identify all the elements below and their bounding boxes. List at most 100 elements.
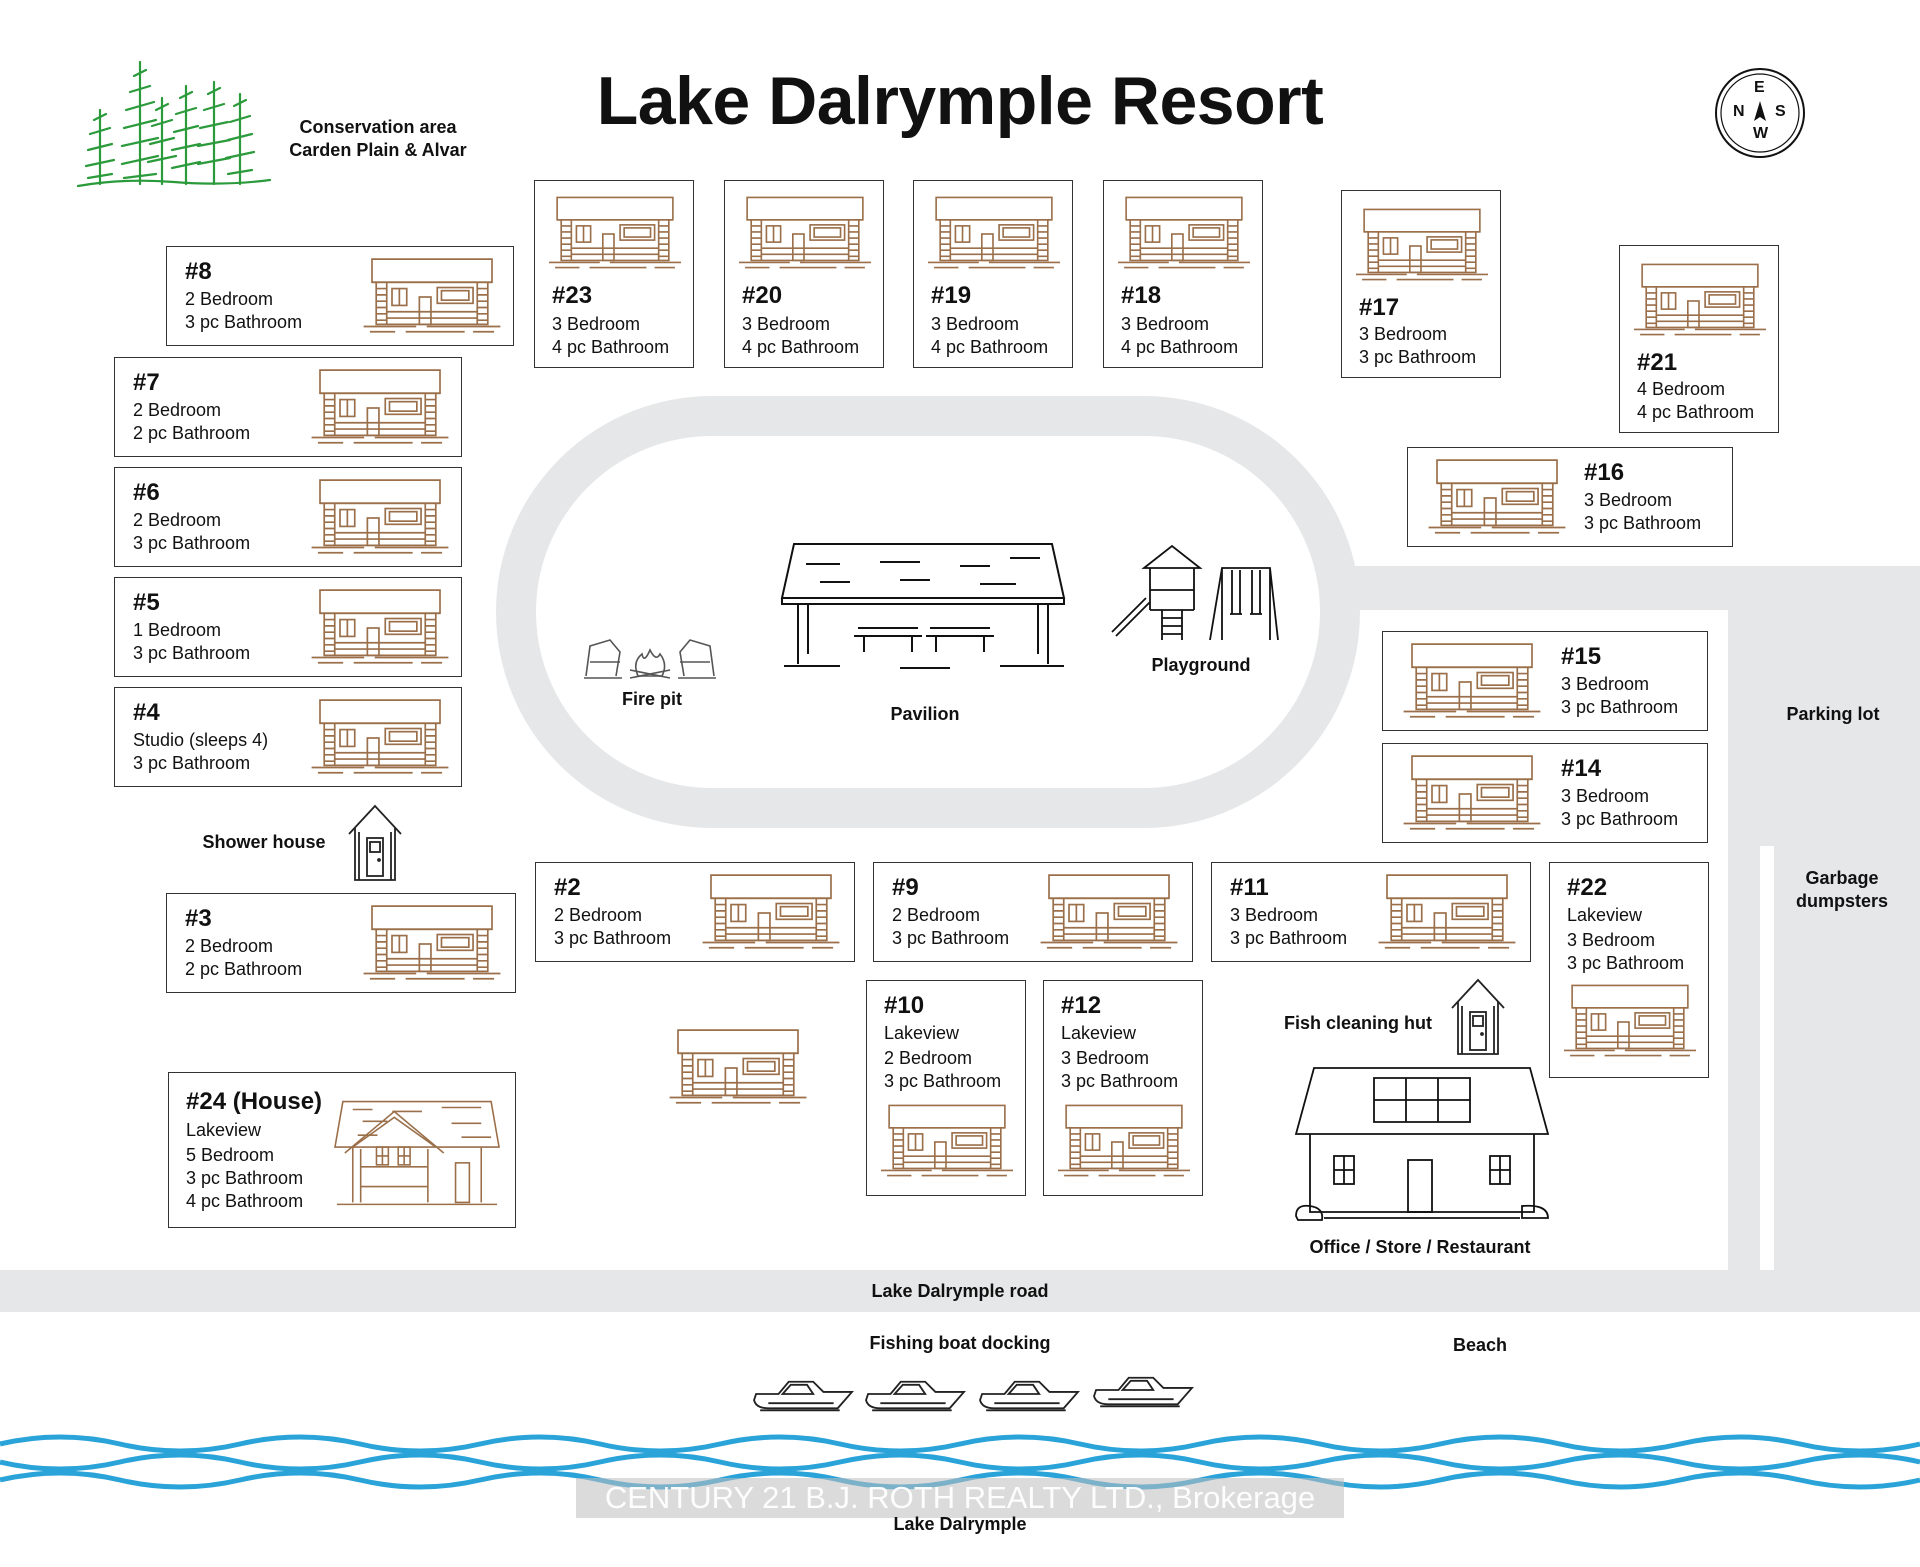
cabin-bedrooms: 3 Bedroom xyxy=(1061,1048,1150,1068)
cabin-bedrooms: 2 Bedroom xyxy=(554,905,643,925)
cabin-bedrooms: 3 Bedroom xyxy=(552,314,641,334)
pavilion-icon xyxy=(780,543,1066,669)
beach-label: Beach xyxy=(1452,1335,1508,1355)
unnumbered-cabin-icon xyxy=(668,1028,808,1108)
cabin-23[interactable]: #23 3 Bedroom 4 pc Bathroom xyxy=(534,180,694,368)
cabin-number: #8 xyxy=(185,258,212,285)
playground-label: Playground xyxy=(1151,655,1251,675)
cabin-bathroom: 3 pc Bathroom xyxy=(884,1071,1002,1091)
pavilion-label: Pavilion xyxy=(890,704,960,724)
cabin-4[interactable]: #4 Studio (sleeps 4) 3 pc Bathroom xyxy=(114,687,462,787)
cabin-icon xyxy=(1040,873,1178,953)
cabin-6[interactable]: #6 2 Bedroom 3 pc Bathroom xyxy=(114,467,462,567)
cabin-bathroom: 3 pc Bathroom xyxy=(554,928,672,948)
lake-dalrymple-road xyxy=(0,1270,1920,1312)
watermark: CENTURY 21 B.J. ROTH REALTY LTD., Broker… xyxy=(576,1478,1344,1518)
cabin-9[interactable]: #9 2 Bedroom 3 pc Bathroom xyxy=(873,862,1193,962)
cabin-bathroom: 3 pc Bathroom xyxy=(185,312,303,332)
boat-docking-label: Fishing boat docking xyxy=(869,1333,1051,1353)
cabin-16[interactable]: #16 3 Bedroom 3 pc Bathroom xyxy=(1407,447,1733,547)
cabin-14[interactable]: #14 3 Bedroom 3 pc Bathroom xyxy=(1382,743,1708,843)
conservation-label-line1: Conservation area xyxy=(299,117,457,137)
cabin-icon xyxy=(311,478,449,558)
compass-icon: E N S W xyxy=(1714,67,1806,159)
cabin-bathroom: 2 pc Bathroom xyxy=(185,959,303,979)
office-building-icon xyxy=(1294,1067,1550,1221)
cabin-number: #20 xyxy=(742,282,783,309)
cabin-number: #7 xyxy=(133,369,160,396)
parking-lot-area xyxy=(1760,566,1920,846)
cabin-bathroom: 4 pc Bathroom xyxy=(742,337,860,357)
cabin-icon xyxy=(1403,754,1541,834)
cabin-bathroom: 3 pc Bathroom xyxy=(1561,697,1679,717)
road-label: Lake Dalrymple road xyxy=(871,1281,1049,1301)
cabin-15[interactable]: #15 3 Bedroom 3 pc Bathroom xyxy=(1382,631,1708,731)
cabin-number: #23 xyxy=(552,282,593,309)
cabin-20[interactable]: #20 3 Bedroom 4 pc Bathroom xyxy=(724,180,884,368)
loop-road xyxy=(496,396,1360,828)
cabin-22[interactable]: #22 Lakeview 3 Bedroom 3 pc Bathroom xyxy=(1549,862,1709,1078)
cabin-bedrooms: 3 Bedroom xyxy=(1584,490,1673,510)
boat-icon xyxy=(864,1374,966,1414)
cabin-bedrooms: 3 Bedroom xyxy=(1561,786,1650,806)
cabin-icon xyxy=(1356,207,1488,285)
cabin-18[interactable]: #18 3 Bedroom 4 pc Bathroom xyxy=(1103,180,1263,368)
cabin-icon xyxy=(739,195,871,273)
cabin-bedrooms: 3 Bedroom xyxy=(1230,905,1319,925)
cabin-24-house[interactable]: #24 (House) Lakeview 5 Bedroom 3 pc Bath… xyxy=(168,1072,516,1228)
cabin-lakeview: Lakeview xyxy=(1567,905,1643,925)
cabin-icon xyxy=(1428,458,1566,538)
cabin-icon xyxy=(1634,262,1766,340)
cabin-19[interactable]: #19 3 Bedroom 4 pc Bathroom xyxy=(913,180,1073,368)
cabin-bedrooms: 2 Bedroom xyxy=(185,289,274,309)
cabin-7[interactable]: #7 2 Bedroom 2 pc Bathroom xyxy=(114,357,462,457)
boat-icon xyxy=(752,1374,854,1414)
cabin-bedrooms: 2 Bedroom xyxy=(185,936,274,956)
compass-left: N xyxy=(1733,103,1745,120)
cabin-number: #22 xyxy=(1567,874,1608,901)
cabin-bathroom: 4 pc Bathroom xyxy=(1637,402,1755,422)
cabin-bathroom: 3 pc Bathroom xyxy=(133,753,251,773)
cabin-number: #24 (House) xyxy=(186,1088,323,1115)
cabin-bedrooms: 3 Bedroom xyxy=(1567,930,1656,950)
cabin-17[interactable]: #17 3 Bedroom 3 pc Bathroom xyxy=(1341,190,1501,378)
cabin-icon xyxy=(1564,983,1696,1061)
cabin-number: #12 xyxy=(1061,992,1102,1019)
cabin-bathroom: 4 pc Bathroom xyxy=(1121,337,1239,357)
cabin-5[interactable]: #5 1 Bedroom 3 pc Bathroom xyxy=(114,577,462,677)
cabin-icon xyxy=(311,368,449,448)
compass-right: S xyxy=(1775,103,1786,120)
cabin-10[interactable]: #10 Lakeview 2 Bedroom 3 pc Bathroom xyxy=(866,980,1026,1196)
cabin-bathroom: 3 pc Bathroom xyxy=(1561,809,1679,829)
cabin-number: #2 xyxy=(554,874,581,901)
boat-icon xyxy=(1092,1370,1194,1410)
cabin-icon xyxy=(881,1103,1013,1181)
conservation-label-line2: Carden Plain & Alvar xyxy=(289,140,467,160)
cabin-12[interactable]: #12 Lakeview 3 Bedroom 3 pc Bathroom xyxy=(1043,980,1203,1196)
cabin-bathroom: 3 pc Bathroom xyxy=(133,533,251,553)
cabin-2[interactable]: #2 2 Bedroom 3 pc Bathroom xyxy=(535,862,855,962)
office-label: Office / Store / Restaurant xyxy=(1309,1237,1531,1257)
cabin-number: #21 xyxy=(1637,349,1678,376)
cabin-11[interactable]: #11 3 Bedroom 3 pc Bathroom xyxy=(1211,862,1531,962)
cabin-bedrooms: 2 Bedroom xyxy=(892,905,981,925)
cabin-number: #18 xyxy=(1121,282,1162,309)
cabin-bedrooms: 1 Bedroom xyxy=(133,620,222,640)
cabin-bathroom: 3 pc Bathroom xyxy=(1584,513,1702,533)
cabin-bedrooms: 5 Bedroom xyxy=(186,1145,275,1165)
cabin-number: #15 xyxy=(1561,643,1602,670)
garbage-label-2: dumpsters xyxy=(1795,891,1889,911)
fish-cleaning-hut-icon xyxy=(1448,976,1508,1056)
cabin-icon xyxy=(549,195,681,273)
cabin-bedrooms: 3 Bedroom xyxy=(1359,324,1448,344)
cabin-bedrooms: Studio (sleeps 4) xyxy=(133,730,269,750)
cabin-lakeview: Lakeview xyxy=(1061,1023,1137,1043)
fire-pit-label: Fire pit xyxy=(621,689,682,709)
playground-icon xyxy=(1111,544,1279,641)
cabin-3[interactable]: #3 2 Bedroom 2 pc Bathroom xyxy=(166,893,516,993)
cabin-21[interactable]: #21 4 Bedroom 4 pc Bathroom xyxy=(1619,245,1779,433)
cabin-number: #14 xyxy=(1561,755,1602,782)
cabin-bathroom: 3 pc Bathroom xyxy=(1359,347,1477,367)
cabin-bedrooms: 2 Bedroom xyxy=(133,400,222,420)
cabin-8[interactable]: #8 2 Bedroom 3 pc Bathroom xyxy=(166,246,514,346)
